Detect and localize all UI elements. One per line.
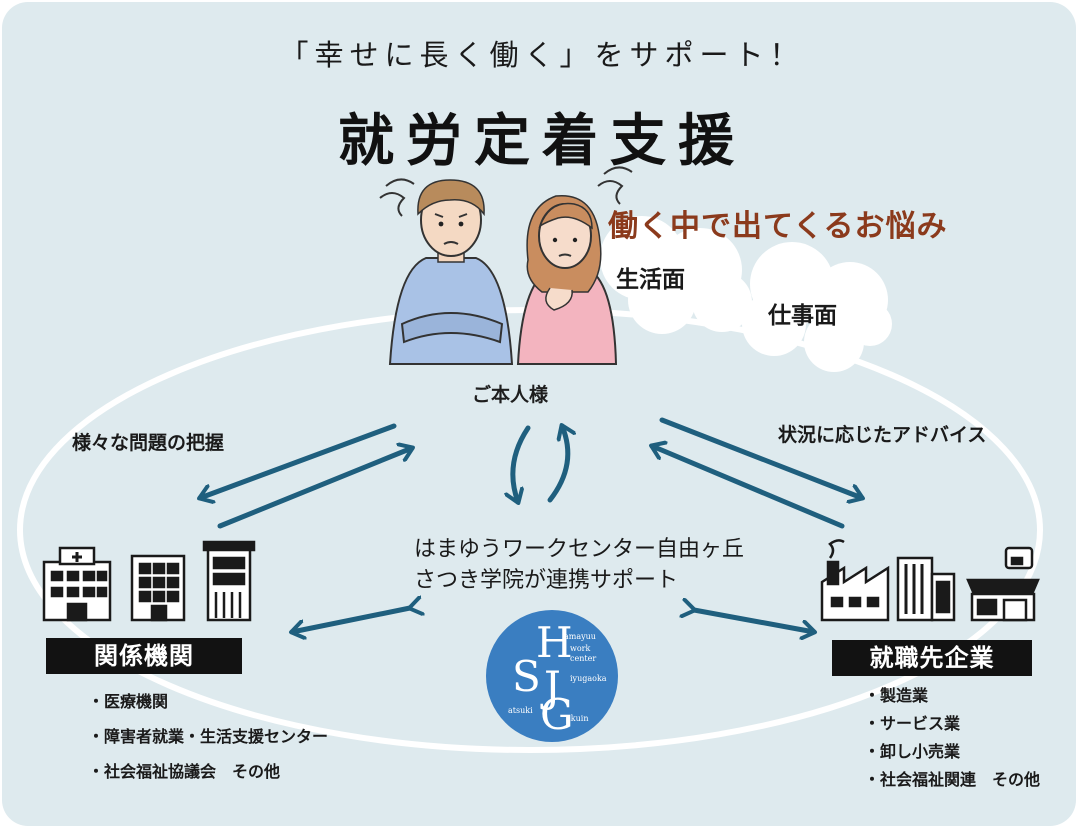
employers-list: 製造業 サービス業 卸し小売業 社会福祉関連 その他 (864, 682, 1040, 794)
cloud-label-work: 仕事面 (768, 303, 837, 329)
worried-man-illustration (379, 178, 514, 365)
tall-building-icon (202, 540, 256, 622)
tower-building-icon (896, 556, 956, 622)
factory-icon (820, 539, 890, 622)
person-label: ご本人様 (472, 384, 549, 406)
arrow-person-to-orgs (200, 423, 397, 498)
arrow-orgs-to-person (217, 448, 412, 529)
list-item: 製造業 (864, 682, 1040, 710)
arrow-center-employers (694, 610, 814, 632)
arrow-person-to-employers (659, 417, 862, 498)
page-title: 就労定着支援 (338, 109, 746, 174)
worry-cloud-living (600, 216, 752, 334)
logo-letter-g: G (540, 690, 574, 739)
list-item: サービス業 (864, 710, 1040, 738)
logo-word-iyugaoka: iyugaoka (570, 674, 607, 683)
logo-word-atsuki: atsuki (508, 706, 533, 715)
logo-word-akuin: akuin (566, 714, 589, 723)
arrow-label-advice: 状況に応じたアドバイス (778, 424, 987, 446)
office-building-icon (130, 554, 186, 622)
tagline: 「幸せに長く働く」をサポート！ (279, 38, 805, 72)
list-item: 社会福祉関連 その他 (864, 766, 1040, 794)
hospital-icon (42, 546, 112, 622)
list-item: 卸し小売業 (864, 738, 1040, 766)
list-item: 社会福祉協議会 その他 (88, 754, 328, 789)
arrow-employers-to-person (652, 446, 845, 529)
related-orgs-list: 医療機関 障害者就業・生活支援センター 社会福祉協議会 その他 (88, 684, 328, 789)
employers-title: 就職先企業 (832, 640, 1032, 676)
list-item: 障害者就業・生活支援センター (88, 719, 328, 754)
logo-word-center: center (570, 654, 597, 663)
worries-heading: 働く中で出てくるお悩み (608, 209, 948, 244)
connection-arrows (200, 417, 862, 632)
arrow-orgs-center (292, 608, 410, 632)
list-item: 医療機関 (88, 684, 328, 719)
logo-letter-h: H (536, 618, 573, 667)
arrow-person-down (513, 425, 531, 502)
hsjg-logo: H S J G amayuu work center iyugaoka atsu… (486, 610, 618, 742)
arrow-center-up (547, 426, 568, 503)
arrow-label-grasp-problems: 様々な問題の把握 (72, 432, 225, 454)
shop-icon (966, 546, 1040, 622)
center-support-text: はまゆうワークセンター自由ヶ丘 さつき学院が連携サポート (414, 534, 744, 596)
logo-word-amayuu: amayuu (564, 632, 596, 641)
center-line-2: さつき学院が連携サポート (414, 568, 679, 593)
worry-cloud-work (742, 242, 892, 372)
worried-woman-illustration (516, 166, 633, 365)
related-orgs-title: 関係機関 (46, 638, 242, 674)
cloud-label-living: 生活面 (616, 267, 685, 293)
center-line-1: はまゆうワークセンター自由ヶ丘 (414, 537, 745, 562)
logo-letter-s: S (512, 652, 541, 701)
logo-letter-j: J (544, 662, 561, 711)
logo-word-work: work (570, 644, 591, 653)
